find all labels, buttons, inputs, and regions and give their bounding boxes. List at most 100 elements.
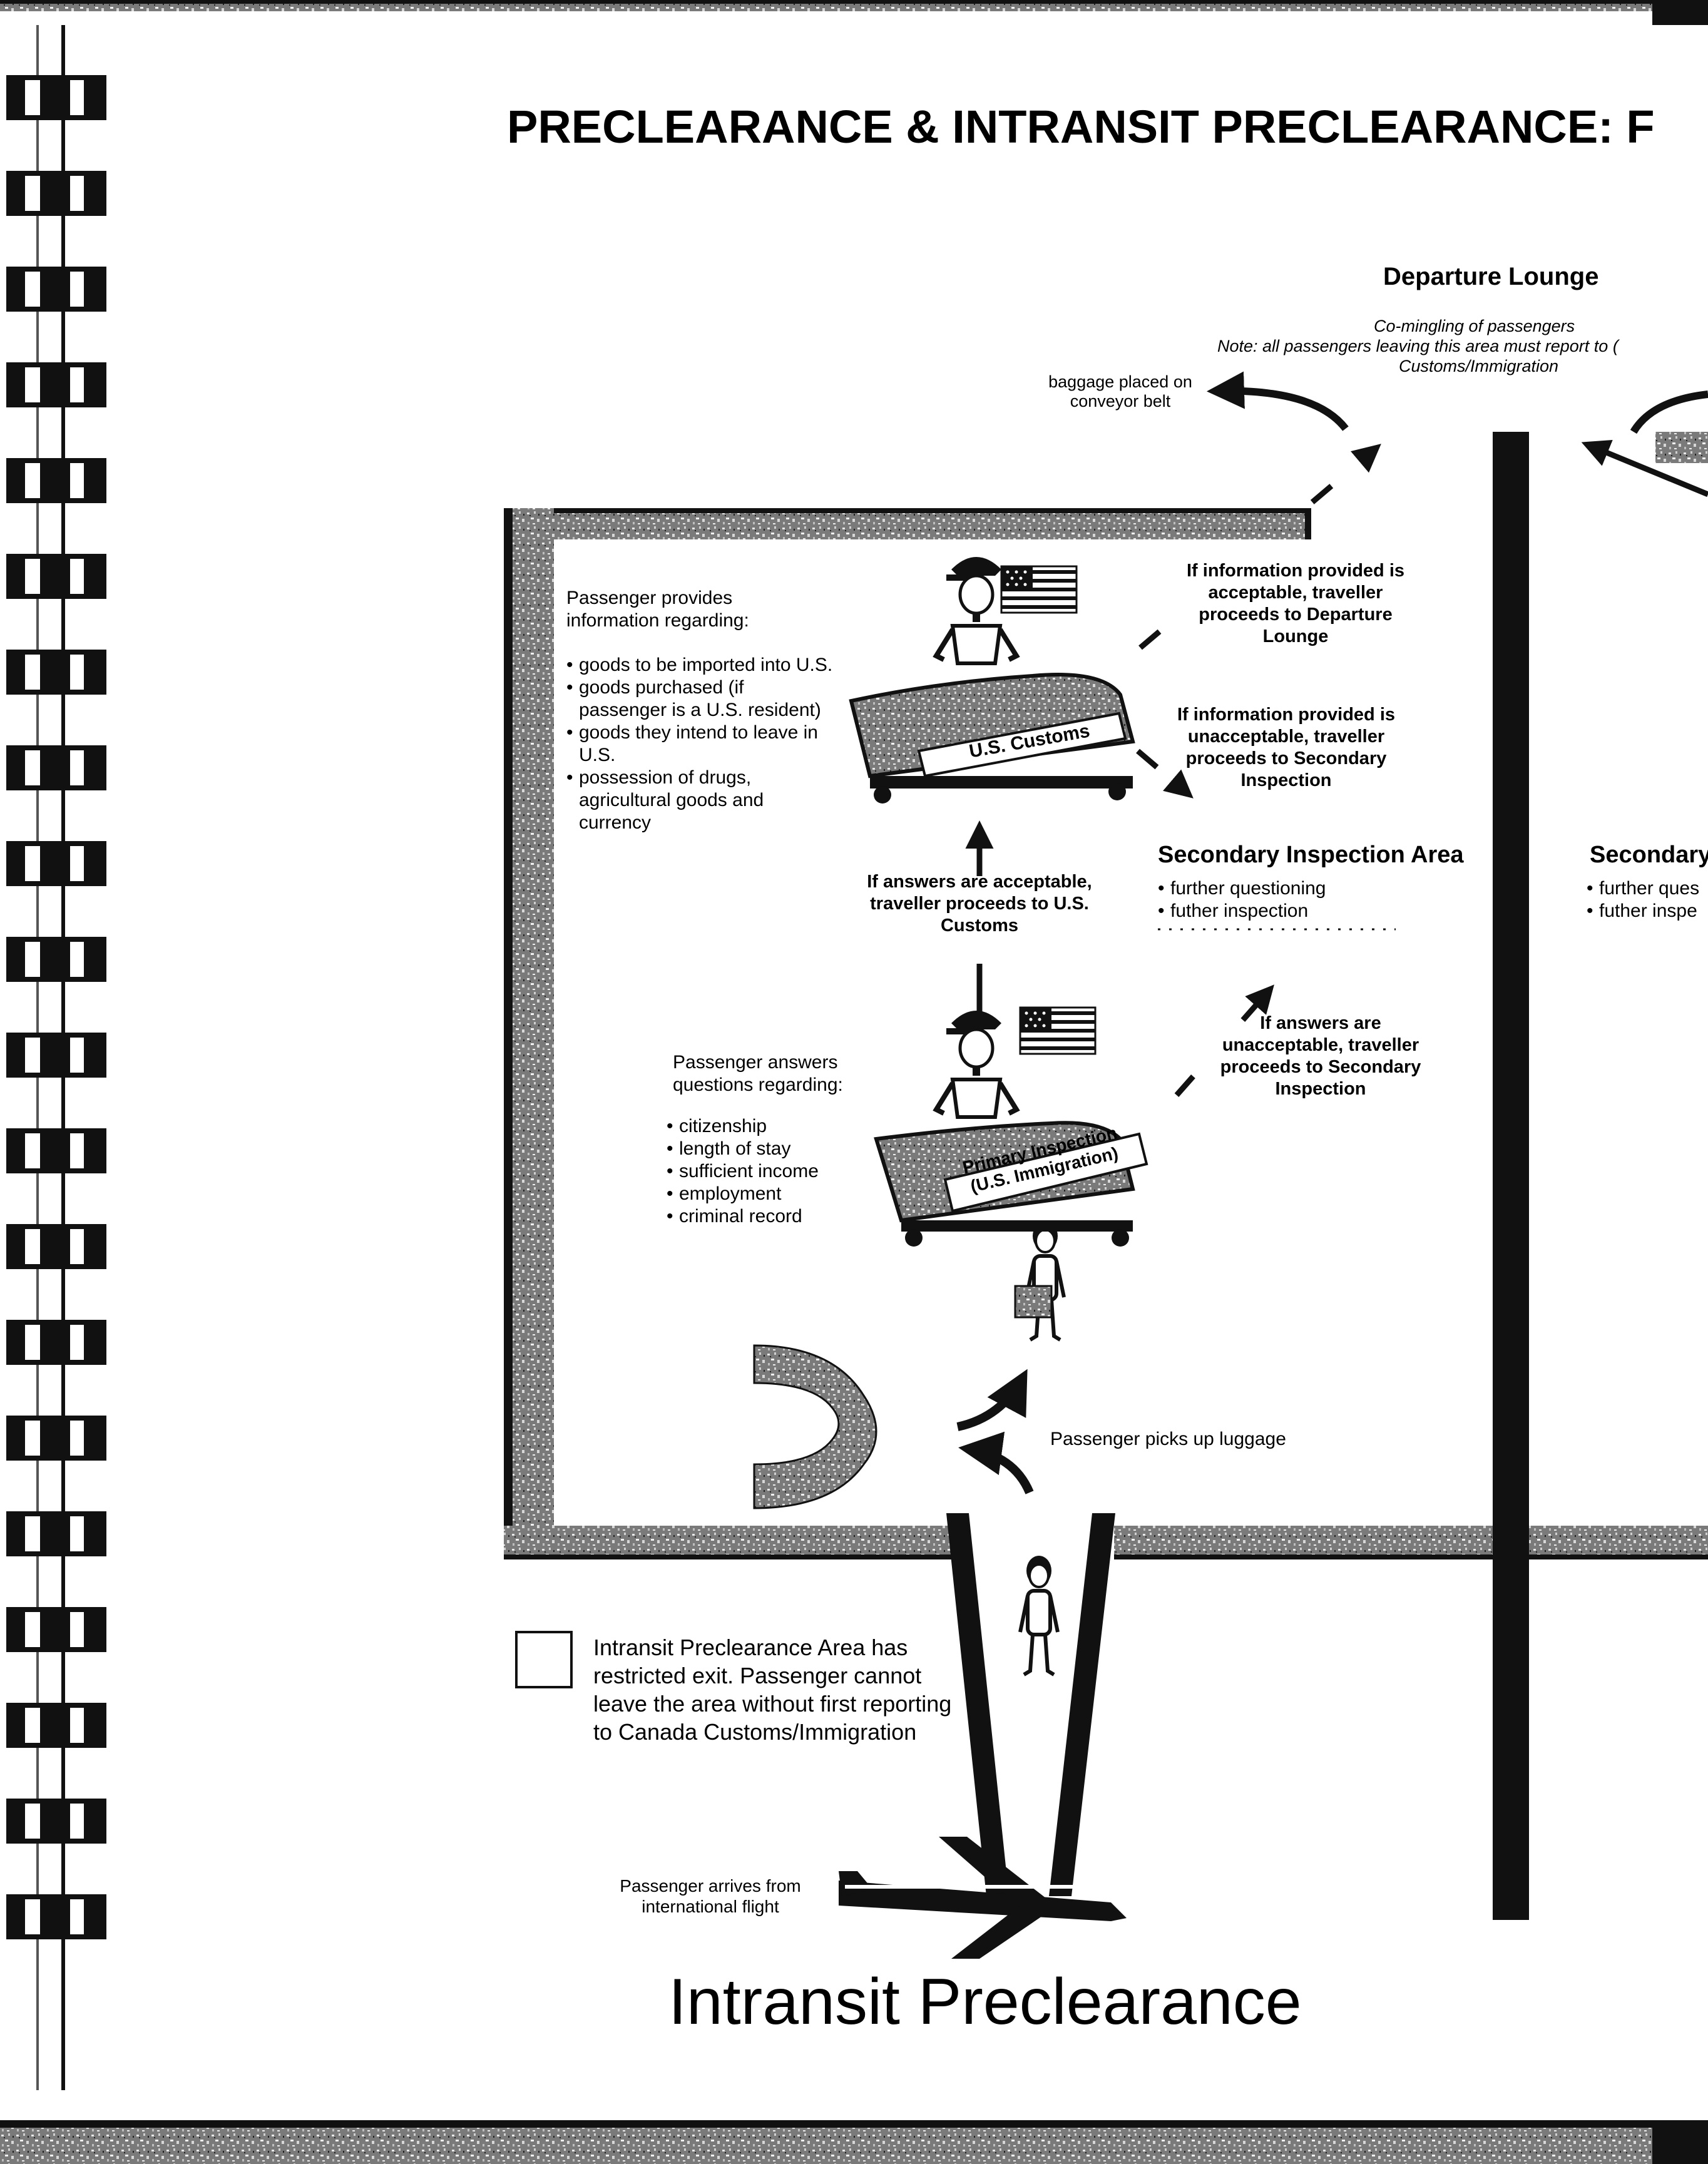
- binding-ring-gap: [25, 846, 40, 881]
- binding-ring-gap: [25, 1804, 40, 1839]
- binding-ring-gap: [70, 1899, 84, 1934]
- binding-ring-gap: [70, 846, 84, 881]
- binding-ring: [6, 75, 106, 120]
- luggage-arrows: [956, 1369, 1034, 1494]
- binding-ring-gap: [25, 1612, 40, 1647]
- binding-ring-gap: [70, 367, 84, 402]
- bottom-scan-band: [0, 2120, 1708, 2164]
- arrival-corridor: [946, 1513, 1115, 1896]
- binding-ring: [6, 171, 106, 216]
- binding-ring-gap: [70, 1708, 84, 1743]
- list-item: possession of drugs, agricultural goods …: [566, 767, 836, 834]
- binding-ring: [6, 267, 106, 312]
- luggage-note: Passenger picks up luggage: [1050, 1429, 1286, 1449]
- list-item: goods purchased (if passenger is a U.S. …: [566, 676, 836, 722]
- list-item: goods they intend to leave in U.S.: [566, 722, 836, 767]
- binding-ring: [6, 1511, 106, 1556]
- list-item: futher inspection: [1158, 900, 1383, 922]
- list-item: further questioning: [1158, 877, 1383, 900]
- arrival-note: Passenger arrives from international fli…: [620, 1876, 801, 1916]
- departure-lounge-line3: Customs/Immigration: [1399, 357, 1559, 375]
- secondary-partial-list: further ques futher inspe: [1587, 877, 1708, 922]
- arriving-passenger-icon: [1020, 1556, 1058, 1675]
- binding-ring-gap: [25, 1421, 40, 1456]
- intransit-area-frame: [504, 508, 1708, 1559]
- binding-ring-gap: [25, 1516, 40, 1551]
- secondary-inspection-list: further questioning futher inspection: [1158, 877, 1383, 922]
- secondary-inspection-heading: Secondary Inspection Area: [1158, 842, 1464, 868]
- binding-ring: [6, 1894, 106, 1939]
- binding-ring: [6, 745, 106, 790]
- baggage-note: baggage placed on conveyor belt: [1048, 372, 1192, 411]
- binding-ring-gap: [25, 1133, 40, 1168]
- list-item: further ques: [1587, 877, 1708, 900]
- page-title: PRECLEARANCE & INTRANSIT PRECLEARANCE: F: [507, 101, 1655, 153]
- binding-ring-gap: [70, 1612, 84, 1647]
- list-item: futher inspe: [1587, 900, 1708, 922]
- binding-ring-gap: [25, 750, 40, 785]
- binding-ring-gap: [25, 272, 40, 307]
- binding-ring: [6, 1224, 106, 1269]
- us-customs-desk: [849, 557, 1135, 804]
- binding-ring-gap: [70, 1804, 84, 1839]
- binding-ring: [6, 1320, 106, 1365]
- divider-wall: [1493, 432, 1529, 1920]
- list-item: goods to be imported into U.S.: [566, 654, 836, 676]
- footer-title: Intransit Preclearance: [668, 1966, 1302, 2038]
- binding-ring-gap: [25, 463, 40, 498]
- legend-box: [515, 1631, 573, 1688]
- binding-ring-gap: [70, 750, 84, 785]
- binding-ring: [6, 458, 106, 503]
- customs-acceptable-note: If information provided is acceptable, t…: [1186, 561, 1404, 646]
- binding-ring-gap: [70, 463, 84, 498]
- binding-ring-gap: [70, 272, 84, 307]
- binding-ring: [6, 1128, 106, 1173]
- binding-ring-gap: [25, 655, 40, 690]
- list-item: employment: [667, 1183, 854, 1205]
- spiral-binding: [6, 25, 106, 2090]
- airplane-icon: [839, 1837, 1127, 1959]
- binding-ring: [6, 937, 106, 982]
- list-item: criminal record: [667, 1205, 854, 1228]
- binding-ring: [6, 1799, 106, 1844]
- binding-ring: [6, 1416, 106, 1461]
- departure-lounge-heading: Departure Lounge: [1383, 263, 1599, 290]
- list-item: sufficient income: [667, 1160, 854, 1183]
- binding-ring-gap: [70, 176, 84, 211]
- binding-ring-gap: [25, 80, 40, 115]
- legend-text: Intransit Preclearance Area has restrict…: [593, 1635, 952, 1745]
- binding-ring-gap: [25, 367, 40, 402]
- binding-ring: [6, 1033, 106, 1078]
- binding-ring-gap: [70, 655, 84, 690]
- departure-lounge-line1: Co-mingling of passengers: [1374, 317, 1575, 335]
- binding-ring-gap: [25, 1899, 40, 1934]
- list-item: length of stay: [667, 1138, 854, 1160]
- binding-ring: [6, 362, 106, 407]
- binding-ring-gap: [25, 1229, 40, 1264]
- us-flag-icon: [1019, 1006, 1097, 1055]
- secondary-partial-heading: Secondary: [1590, 842, 1708, 868]
- binding-ring-gap: [70, 1325, 84, 1360]
- flow-arrows: [965, 371, 1708, 1097]
- customs-unacceptable-note: If information provided is unacceptable,…: [1177, 705, 1395, 790]
- immigration-intro: Passenger answers questions regarding:: [673, 1052, 843, 1095]
- binding-ring-gap: [70, 1229, 84, 1264]
- binding-ring: [6, 650, 106, 695]
- binding-ring: [6, 554, 106, 599]
- primary-inspection-desk: [874, 1006, 1148, 1247]
- binding-ring: [6, 1703, 106, 1748]
- binding-ring-gap: [70, 80, 84, 115]
- binding-ring-gap: [70, 942, 84, 977]
- immigration-question-list: citizenship length of stay sufficient in…: [667, 1115, 854, 1228]
- binding-ring-gap: [70, 1133, 84, 1168]
- list-item: citizenship: [667, 1115, 854, 1138]
- binding-ring-gap: [70, 1516, 84, 1551]
- binding-ring-gap: [25, 1325, 40, 1360]
- baggage-carousel-icon: [753, 1344, 877, 1509]
- binding-ring-gap: [25, 176, 40, 211]
- binding-ring-gap: [25, 942, 40, 977]
- binding-ring-gap: [70, 1421, 84, 1456]
- binding-ring-gap: [25, 1708, 40, 1743]
- top-scan-band: [0, 0, 1708, 25]
